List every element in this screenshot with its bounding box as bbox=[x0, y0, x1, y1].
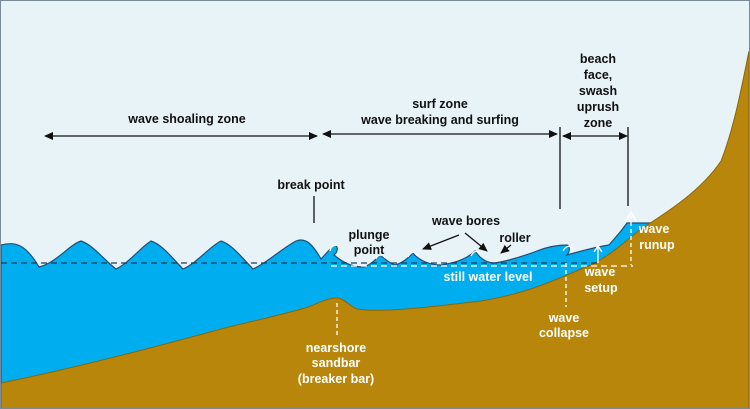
plunge-point-label-1: plunge bbox=[349, 228, 390, 242]
beach-label-1: beach bbox=[580, 52, 616, 66]
plunge-point-label-2: point bbox=[354, 243, 385, 257]
still-water-level-label: still water level bbox=[444, 270, 533, 284]
wave-setup-label-1: wave bbox=[584, 265, 616, 279]
wave-setup-label-2: setup bbox=[584, 281, 618, 295]
shoaling-zone-label: wave shoaling zone bbox=[127, 112, 245, 126]
wave-runup-label-1: wave bbox=[638, 222, 670, 236]
beach-label-2: face, bbox=[584, 68, 613, 82]
surf-zone-label: surf zone bbox=[412, 97, 468, 111]
beach-label-5: zone bbox=[584, 116, 613, 130]
break-point-label: break point bbox=[277, 178, 345, 192]
roller-label: roller bbox=[499, 231, 530, 245]
wave-collapse-label-1: wave bbox=[548, 311, 580, 325]
wave-collapse-label-2: collapse bbox=[539, 326, 589, 340]
surf-zone-sublabel: wave breaking and surfing bbox=[360, 113, 519, 127]
sandbar-label-2: sandbar bbox=[312, 356, 361, 370]
wave-runup-label-2: runup bbox=[639, 238, 675, 252]
wave-bores-label: wave bores bbox=[431, 214, 500, 228]
sandbar-label-1: nearshore bbox=[306, 341, 366, 355]
beach-label-3: swash bbox=[579, 84, 617, 98]
beach-label-4: uprush bbox=[577, 100, 619, 114]
sandbar-label-3: (breaker bar) bbox=[298, 372, 374, 386]
